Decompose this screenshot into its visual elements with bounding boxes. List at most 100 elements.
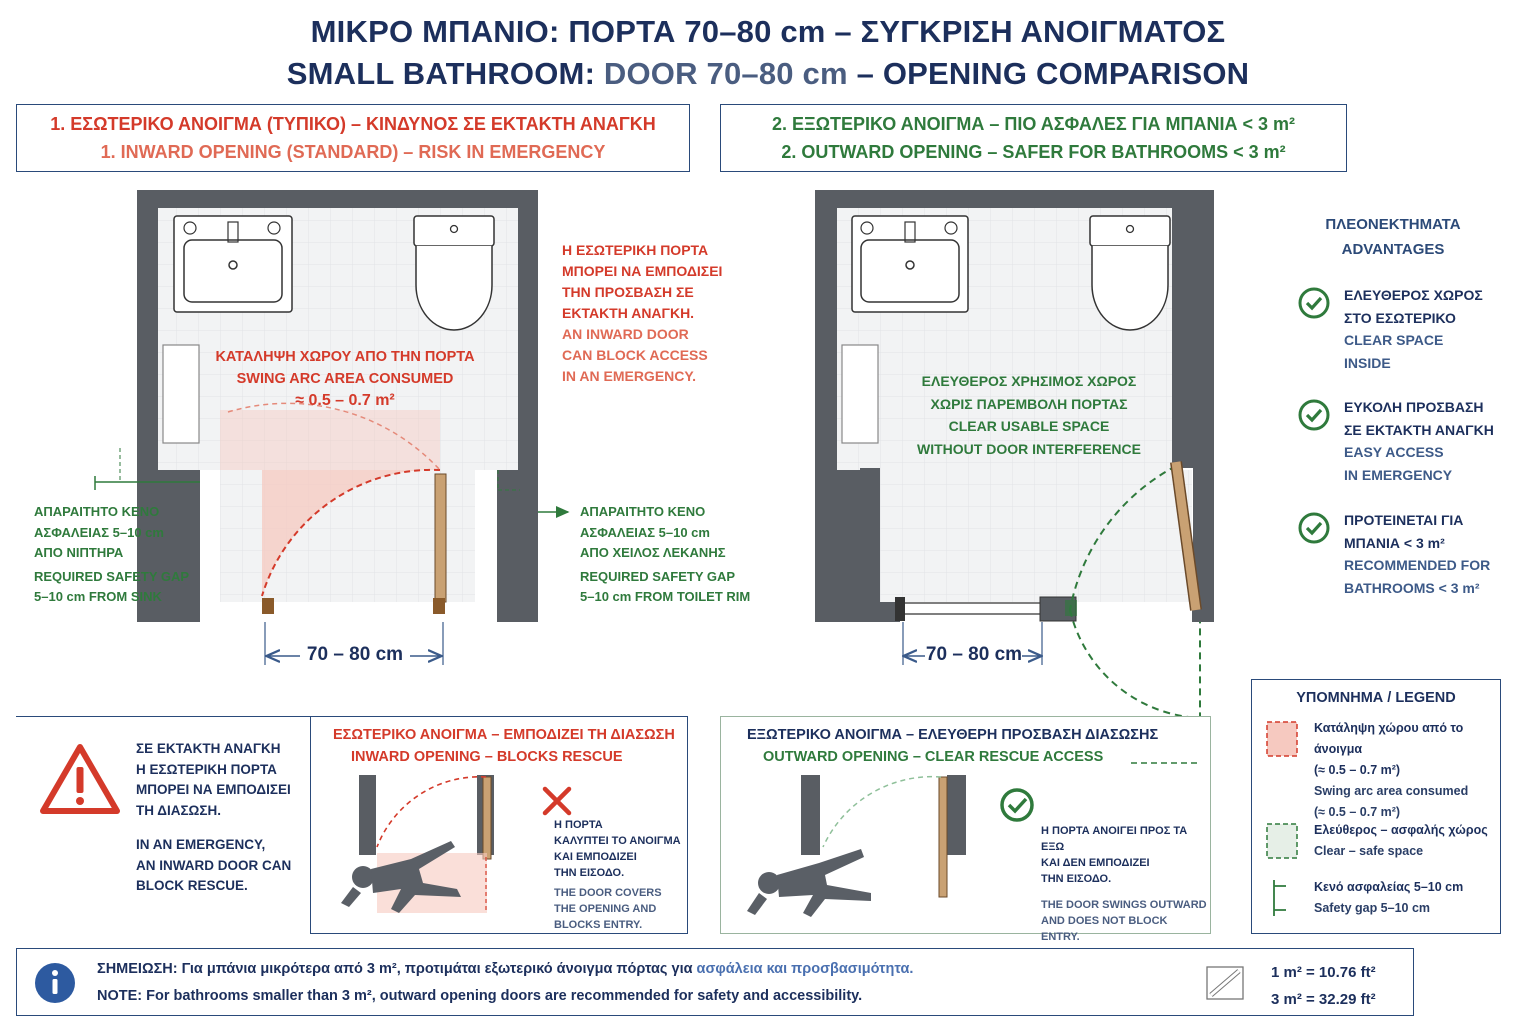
warning-gr-1: ΣΕ ΕΚΤΑΚΤΗ ΑΝΑΓΚΗ xyxy=(136,741,281,756)
footer-conv-2: 3 m² = 32.29 ft² xyxy=(1271,991,1376,1008)
warning-gr-2: Η ΕΣΩΤΕΡΙΚΗ ΠΟΡΤΑ xyxy=(136,761,277,777)
adv3-en2: BATHROOMS < 3 m² xyxy=(1344,579,1480,596)
legend-swatches xyxy=(1266,721,1298,916)
note-gr-3: ΤΗΝ ΠΡΟΣΒΑΣΗ ΣΕ xyxy=(562,284,694,300)
footer-gr-text-b: ασφάλεια και προσβασιμότητα. xyxy=(696,961,914,977)
sink-gap-gr-2: ΑΣΦΑΛΕΙΑΣ 5–10 cm xyxy=(34,524,164,540)
plan2-door-leaf xyxy=(1171,461,1201,611)
outward-box-en-2: AND DOES NOT BLOCK xyxy=(1041,915,1168,927)
panel2-header: 2. ΕΞΩΤΕΡΙΚΟ ΑΝΟΙΓΜΑ – ΠΙΟ ΑΣΦΑΛΕΣ ΓΙΑ Μ… xyxy=(720,104,1347,172)
footer-en-label: NOTE: xyxy=(97,988,143,1004)
note-en-3: IN AN EMERGENCY. xyxy=(562,368,697,384)
panel1-header-gr: 1. ΕΣΩΤΕΡΙΚΟ ΑΝΟΙΓΜΑ (ΤΥΠΙΚΟ) – ΚΙΝΔΥΝΟΣ… xyxy=(50,114,656,134)
adv2-gr1: ΕΥΚΟΛΗ ΠΡΟΣΒΑΣΗ xyxy=(1344,399,1484,415)
inward-box-en-1: THE DOOR COVERS xyxy=(554,887,662,899)
swing-label-value: ≈ 0.5 – 0.7 m² xyxy=(295,392,395,409)
footer-gr-text: Για μπάνια μικρότερα από 3 m², προτιμάτα… xyxy=(177,961,697,977)
plan1-radiator xyxy=(162,344,200,444)
plan2-clear-label: ΕΛΕΥΘΕΡΟΣ ΧΡΗΣΙΜΟΣ ΧΩΡΟΣ ΧΩΡΙΣ ΠΑΡΕΜΒΟΛΗ… xyxy=(905,370,1153,460)
subtitle-part-b: DOOR 70–80 cm xyxy=(603,56,848,91)
check-circle-icon xyxy=(1298,512,1330,544)
outward-box-en-1: THE DOOR SWINGS OUTWARD xyxy=(1041,899,1207,911)
note-gr-4: ΕΚΤΑΚΤΗ ΑΝΑΓΚΗ. xyxy=(562,305,695,321)
toilet-gap-gr-1: ΑΠΑΡΑΙΤΗΤΟ ΚΕΝΟ xyxy=(580,504,706,519)
inward-box-title-gr: ΕΣΩΤΕΡΙΚΟ ΑΝΟΙΓΜΑ – ΕΜΠΟΔΙΖΕΙ ΤΗ ΔΙΑΣΩΣΗ xyxy=(333,727,675,743)
page-subtitle: SMALL BATHROOM: DOOR 70–80 cm – OPENING … xyxy=(0,56,1536,92)
warning-gr-4: ΤΗ ΔΙΑΣΩΣΗ. xyxy=(136,802,221,818)
plan1-sink xyxy=(173,215,293,313)
plan1-toilet xyxy=(413,215,495,331)
plan2-width-label: 70 – 80 cm xyxy=(925,644,1023,665)
clear-en-1: CLEAR USABLE SPACE xyxy=(948,418,1110,434)
outward-box-gr-3: ΤΗΝ ΕΙΣΟΔΟ. xyxy=(1041,873,1112,885)
legend-r3-gr: Κενό ασφαλείας 5–10 cm xyxy=(1314,880,1464,894)
adv3-gr1: ΠΡΟΤΕΙΝΕΤΑΙ ΓΙΑ xyxy=(1344,512,1464,528)
adv2-en1: EASY ACCESS xyxy=(1344,444,1444,460)
note-gr-1: Η ΕΣΩΤΕΡΙΚΗ ΠΟΡΤΑ xyxy=(562,242,709,258)
toilet-gap-gr-2: ΑΣΦΑΛΕΙΑΣ 5–10 cm xyxy=(580,524,710,540)
plan1-swing-label: ΚΑΤΑΛΗΨΗ ΧΩΡΟΥ ΑΠΟ ΤΗΝ ΠΟΡΤΑ SWING ARC A… xyxy=(200,346,490,412)
panel1-header: 1. ΕΣΩΤΕΡΙΚΟ ΑΝΟΙΓΜΑ (ΤΥΠΙΚΟ) – ΚΙΝΔΥΝΟΣ… xyxy=(16,104,690,172)
inward-box-gr-3: ΚΑΙ ΕΜΠΟΔΙΖΕΙ xyxy=(554,851,637,863)
adv2-en2: IN EMERGENCY xyxy=(1344,466,1453,483)
footer-note: ΣΗΜΕΙΩΣΗ: Για μπάνια μικρότερα από 3 m²,… xyxy=(16,948,1414,1016)
plan1-toilet-gap-label: ΑΠΑΡΑΙΤΗΤΟ ΚΕΝΟ ΑΣΦΑΛΕΙΑΣ 5–10 cm ΑΠΟ ΧΕ… xyxy=(580,502,780,608)
legend-r1-en2: (≈ 0.5 – 0.7 m²) xyxy=(1314,805,1401,819)
legend-box: ΥΠΟΜΝΗΜΑ / LEGEND Κατάληψη χώρου από το … xyxy=(1251,679,1501,934)
check-circle-icon xyxy=(1298,287,1330,319)
clear-en-2: WITHOUT DOOR INTERFERENCE xyxy=(917,440,1141,457)
legend-r2-en: Clear – safe space xyxy=(1314,844,1424,858)
plan1-sink-gap-label: ΑΠΑΡΑΙΤΗΤΟ ΚΕΝΟ ΑΣΦΑΛΕΙΑΣ 5–10 cm ΑΠΟ ΝΙ… xyxy=(34,502,214,608)
adv1-en1: CLEAR SPACE xyxy=(1344,332,1444,348)
outward-box-gr-2: ΚΑΙ ΔΕΝ ΕΜΠΟΔΙΖΕΙ xyxy=(1041,857,1150,869)
inward-box-en-2: THE OPENING AND xyxy=(554,903,657,915)
warning-triangle-icon xyxy=(40,744,120,814)
inward-rescue-box: ΕΣΩΤΕΡΙΚΟ ΑΝΟΙΓΜΑ – ΕΜΠΟΔΙΖΕΙ ΤΗ ΔΙΑΣΩΣΗ… xyxy=(310,716,688,934)
clear-gr-2: ΧΩΡΙΣ ΠΑΡΕΜΒΟΛΗ ΠΟΡΤΑΣ xyxy=(930,395,1128,412)
swing-label-gr: ΚΑΤΑΛΗΨΗ ΧΩΡΟΥ ΑΠΟ ΤΗΝ ΠΟΡΤΑ xyxy=(215,349,475,365)
adv1-gr2: ΣΤΟ ΕΣΩΤΕΡΙΚΟ xyxy=(1344,309,1456,326)
sink-gap-gr-1: ΑΠΑΡΑΙΤΗΤΟ ΚΕΝΟ xyxy=(34,504,160,519)
plan1-side-note: Η ΕΣΩΤΕΡΙΚΗ ΠΟΡΤΑ ΜΠΟΡΕΙ ΝΑ ΕΜΠΟΔΙΣΕΙ ΤΗ… xyxy=(562,240,732,387)
legend-row-clear: Ελεύθερος – ασφαλής χώρος Clear – safe s… xyxy=(1314,820,1500,862)
info-icon xyxy=(35,963,75,1003)
plan2-sink xyxy=(851,215,969,313)
warning-en-1: IN AN EMERGENCY, xyxy=(136,837,266,852)
plan1-door-leaf xyxy=(434,473,447,603)
legend-r1-en: Swing arc area consumed xyxy=(1314,784,1469,798)
legend-title: ΥΠΟΜΝΗΜΑ / LEGEND xyxy=(1296,690,1456,706)
subtitle-part-c: – OPENING COMPARISON xyxy=(847,56,1250,91)
note-gr-2: ΜΠΟΡΕΙ ΝΑ ΕΜΠΟΔΙΣΕΙ xyxy=(562,263,723,279)
fallen-person-icon xyxy=(341,841,461,913)
inward-box-gr-1: Η ΠΟΡΤΑ xyxy=(554,819,603,831)
outward-box-title-en: OUTWARD OPENING – CLEAR RESCUE ACCESS xyxy=(763,749,1104,765)
sink-gap-en-2: 5–10 cm FROM SINK xyxy=(34,589,162,604)
outward-rescue-illustration xyxy=(747,762,1197,917)
advantages-title-gr: ΠΛΕΟΝΕΚΤΗΜΑΤΑ xyxy=(1325,216,1461,233)
check-circle-icon xyxy=(1000,788,1034,822)
outward-box-gr-1: Η ΠΟΡΤΑ ΑΝΟΙΓΕΙ ΠΡΟΣ ΤΑ ΕΞΩ xyxy=(1041,825,1188,853)
adv2-gr2: ΣΕ ΕΚΤΑΚΤΗ ΑΝΑΓΚΗ xyxy=(1344,421,1494,438)
legend-row-gap: Κενό ασφαλείας 5–10 cm Safety gap 5–10 c… xyxy=(1314,877,1500,919)
inward-box-gr-2: ΚΑΛΥΠΤΕΙ ΤΟ ΑΝΟΙΓΜΑ xyxy=(554,835,681,847)
footer-gr-label: ΣΗΜΕΙΩΣΗ: xyxy=(97,961,178,977)
adv3-en1: RECOMMENDED FOR xyxy=(1344,557,1491,573)
swing-label-en: SWING ARC AREA CONSUMED xyxy=(236,371,454,387)
adv1-en2: INSIDE xyxy=(1344,354,1391,371)
advantages-title: ΠΛΕΟΝΕΚΤΗΜΑΤΑ ADVANTAGES xyxy=(1300,212,1486,262)
advantages-title-en: ADVANTAGES xyxy=(1341,241,1445,258)
note-en-1: AN INWARD DOOR xyxy=(562,326,689,342)
inward-box-title-en: INWARD OPENING – BLOCKS RESCUE xyxy=(351,749,623,765)
warning-gr-3: ΜΠΟΡΕΙ ΝΑ ΕΜΠΟΔΙΣΕΙ xyxy=(136,782,291,797)
warning-en-2: AN INWARD DOOR CAN xyxy=(136,857,292,873)
ruler-icon xyxy=(1206,966,1244,1000)
warning-panel: ΣΕ ΕΚΤΑΚΤΗ ΑΝΑΓΚΗ Η ΕΣΩΤΕΡΙΚΗ ΠΟΡΤΑ ΜΠΟΡ… xyxy=(16,716,310,934)
plan2-toilet xyxy=(1089,215,1171,331)
outward-box-title-gr: ΕΞΩΤΕΡΙΚΟ ΑΝΟΙΓΜΑ – ΕΛΕΥΘΕΡΗ ΠΡΟΣΒΑΣΗ ΔΙ… xyxy=(747,727,1159,743)
clear-gr-1: ΕΛΕΥΘΕΡΟΣ ΧΡΗΣΙΜΟΣ ΧΩΡΟΣ xyxy=(921,373,1137,389)
inward-rescue-illustration xyxy=(341,775,572,913)
legend-r1-gr: Κατάληψη χώρου από το άνοιγμα xyxy=(1314,721,1464,756)
page-title: ΜΙΚΡΟ ΜΠΑΝΙΟ: ΠΟΡΤΑ 70–80 cm – ΣΥΓΚΡΙΣΗ … xyxy=(310,14,1226,49)
legend-row-swing: Κατάληψη χώρου από το άνοιγμα (≈ 0.5 – 0… xyxy=(1314,718,1500,823)
